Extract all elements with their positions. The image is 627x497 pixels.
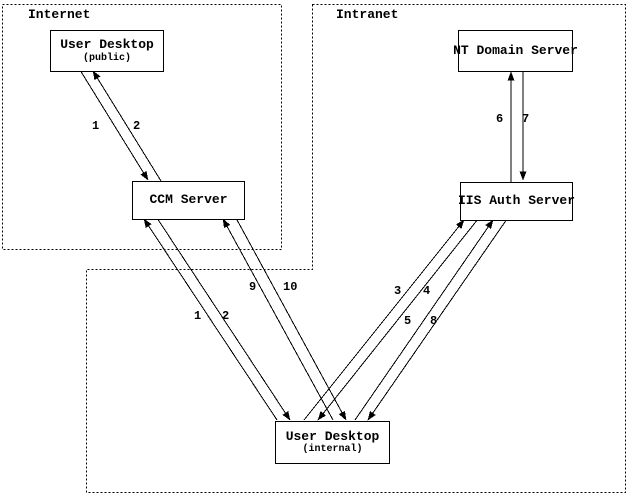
step-label-2-internal: 2: [222, 309, 230, 323]
step-label-3: 3: [394, 284, 402, 298]
flow-line-9-internal-to-ccm: [222, 218, 334, 421]
node-user-desktop-public-subtitle: (public): [82, 52, 131, 64]
flow-line-2-ccm-to-internal: [156, 217, 291, 421]
internet-region-border: [2, 4, 282, 250]
node-nt-domain-server-title: NT Domain Server: [453, 42, 578, 58]
node-user-desktop-internal-title: User Desktop: [285, 428, 380, 444]
flow-line-10-ccm-to-internal: [235, 217, 347, 421]
step-label-7: 7: [522, 112, 530, 126]
flow-line-1-internal-to-ccm: [143, 218, 278, 421]
flow-line-3-internal-to-iis: [303, 219, 465, 421]
internet-region-label: Internet: [28, 7, 91, 22]
step-label-1-public: 1: [92, 119, 100, 133]
node-ccm-server-title: CCM Server: [149, 192, 228, 208]
step-label-10: 10: [283, 280, 298, 294]
step-label-6: 6: [496, 112, 504, 126]
step-label-9: 9: [249, 280, 257, 294]
step-label-8: 8: [430, 314, 438, 328]
intranet-region-label: Intranet: [336, 7, 399, 22]
step-label-1-internal: 1: [194, 309, 202, 323]
flow-line-5-internal-to-iis: [354, 219, 494, 421]
intranet-region-border: [86, 4, 626, 493]
step-label-4: 4: [423, 284, 431, 298]
flow-line-2-ccm-to-public: [92, 70, 162, 182]
node-iis-auth-server: IIS Auth Server: [457, 182, 576, 221]
node-nt-domain-server: NT Domain Server: [453, 30, 578, 72]
step-label-2-public: 2: [133, 119, 141, 133]
node-iis-auth-server-title: IIS Auth Server: [457, 193, 576, 209]
node-user-desktop-internal-subtitle: (internal): [302, 444, 363, 456]
step-label-5: 5: [404, 314, 412, 328]
flow-line-4-iis-to-internal: [317, 218, 479, 421]
node-user-desktop-public-title: User Desktop: [60, 37, 154, 53]
node-ccm-server: CCM Server: [132, 181, 245, 220]
flow-line-1-public-to-ccm: [79, 69, 149, 181]
node-user-desktop-public: User Desktop (public): [50, 30, 164, 72]
flow-line-8-iis-to-internal: [367, 218, 508, 421]
node-user-desktop-internal: User Desktop (internal): [275, 421, 390, 464]
